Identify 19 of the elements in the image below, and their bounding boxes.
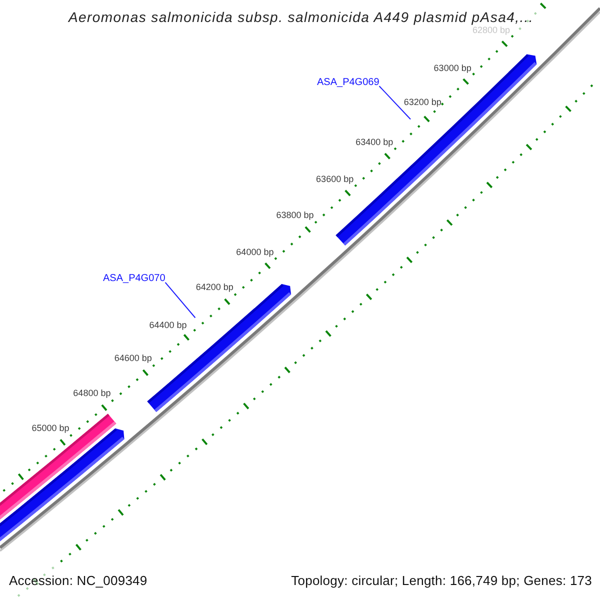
tick-label: 63000 bp: [434, 62, 472, 73]
gene-label: ASA_P4G070: [103, 272, 166, 285]
tick-label: 63600 bp: [316, 174, 354, 184]
footer-text: Topology: circular; Length: 166,749 bp; Genes: 173: [291, 573, 592, 588]
leader-line: [378, 86, 411, 120]
tick-label: 63800 bp: [276, 210, 314, 220]
tick-label: 65000 bp: [32, 422, 70, 433]
tick-label: 64400 bp: [149, 320, 187, 330]
leader-line: [164, 282, 196, 318]
tick-label: 64000 bp: [236, 246, 274, 257]
gene-label: ASA_P4G069: [317, 76, 380, 88]
tick-label: 64600 bp: [114, 353, 152, 364]
tick-label: 64800 bp: [73, 388, 111, 398]
tick-label: 63200 bp: [404, 97, 442, 108]
tick-label: 63400 bp: [356, 137, 394, 148]
tick-label: 62800 bp: [472, 25, 510, 36]
map-title: Aeromonas salmonicida subsp. salmonicida A449 plasmid pAsa4,...: [68, 9, 534, 25]
tick-label: 64200 bp: [196, 282, 234, 292]
footer-text: Accession: NC_009349: [9, 573, 148, 588]
